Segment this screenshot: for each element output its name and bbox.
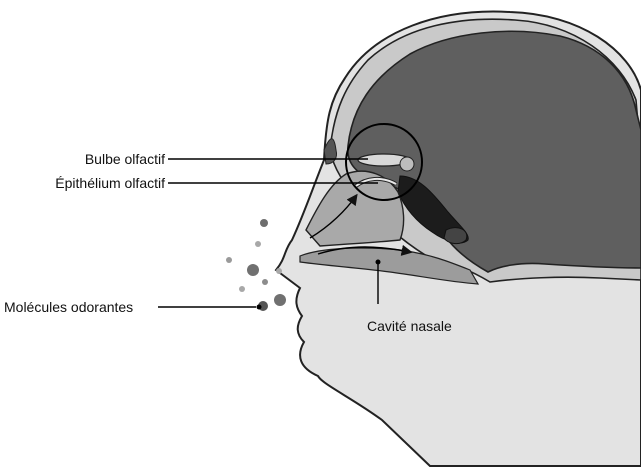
label-molecules-odorantes: Molécules odorantes — [4, 299, 133, 315]
leader-dot-molecules — [257, 305, 262, 310]
label-cavite-nasale: Cavité nasale — [367, 318, 452, 334]
label-epithelium-olfactif: Épithélium olfactif — [55, 175, 165, 191]
molecule-icon — [226, 257, 232, 263]
pituitary-area — [444, 228, 467, 244]
molecule-icon — [255, 241, 261, 247]
label-bulbe-olfactif: Bulbe olfactif — [85, 151, 165, 167]
molecule-icon — [247, 264, 259, 276]
leader-dot-cavite — [376, 260, 381, 265]
olfactory-bulb-node — [400, 157, 414, 171]
molecule-icon — [260, 219, 268, 227]
molecule-icon — [239, 286, 245, 292]
molecule-icon — [262, 279, 268, 285]
molecule-icon — [276, 268, 282, 274]
molecule-icon — [274, 294, 286, 306]
